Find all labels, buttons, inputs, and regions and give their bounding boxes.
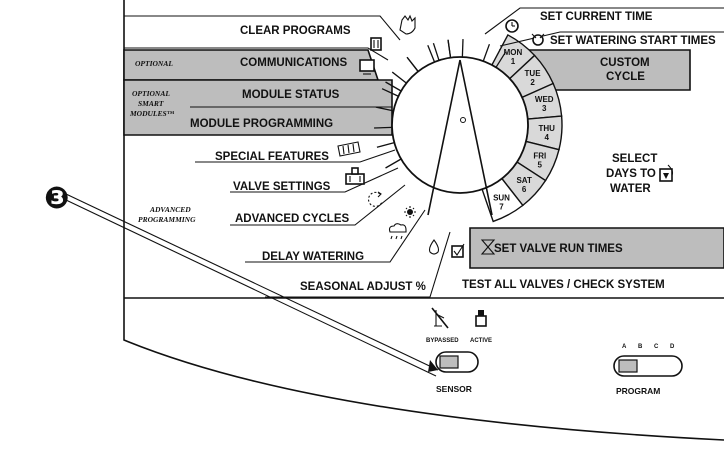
program-letter-b: B — [638, 344, 643, 350]
clear-programs-label: CLEAR PROGRAMS — [240, 25, 351, 37]
smart-modules-tag-line3: MODULES™ — [129, 109, 175, 118]
communications-label: COMMUNICATIONS — [240, 57, 347, 69]
program-switch-group: A B C D PROGRAM — [613, 344, 683, 396]
dial-tick — [432, 43, 440, 61]
program-letter-d: D — [670, 344, 675, 350]
dial-tick — [461, 39, 464, 58]
module-programming-label: MODULE PROGRAMMING — [190, 118, 333, 130]
program-selector[interactable] — [613, 355, 683, 377]
valve-icon — [345, 167, 365, 185]
day-number: 5 — [538, 161, 543, 170]
clock-icon — [505, 19, 519, 33]
sensor-switch-group: BYPASSED ACTIVE SENSOR — [426, 307, 492, 394]
calendar-features-icon — [337, 141, 361, 157]
seasonal-adjust-label: SEASONAL ADJUST % — [300, 281, 426, 293]
select-days-label-line1: SELECT — [612, 153, 657, 165]
test-all-valves-label: TEST ALL VALVES / CHECK SYSTEM — [462, 279, 665, 291]
day-name: WED — [535, 95, 554, 104]
day-name: SAT — [516, 176, 532, 185]
custom-cycle-label-line1: CUSTOM — [600, 57, 650, 69]
advanced-cycles-label: ADVANCED CYCLES — [235, 213, 349, 225]
cycle-arrow-icon — [367, 191, 383, 207]
program-label: PROGRAM — [616, 386, 660, 396]
day-name: FRI — [533, 152, 546, 161]
set-valve-run-times-label: SET VALVE RUN TIMES — [494, 243, 623, 255]
day-name: TUE — [525, 69, 542, 78]
select-days-label-line2: DAYS TO — [606, 168, 656, 180]
dial-tick — [447, 39, 452, 58]
sun-icon — [404, 206, 416, 218]
sensor-toggle[interactable] — [435, 351, 479, 373]
program-dial[interactable] — [391, 56, 529, 216]
trash-icon — [370, 37, 382, 51]
optional-tag: OPTIONAL — [135, 59, 173, 68]
dial-tick — [406, 56, 419, 72]
day-number: 6 — [522, 185, 527, 194]
program-letter-c: C — [654, 344, 659, 350]
module-status-label: MODULE STATUS — [242, 89, 340, 101]
day-name: THU — [539, 124, 556, 133]
water-drop-percent-icon — [428, 239, 440, 255]
panel-outline — [123, 0, 724, 441]
sensor-active-icon — [475, 310, 487, 327]
callout-number: ❸ — [44, 181, 69, 216]
dial-tick — [427, 45, 436, 63]
day-number: 3 — [542, 104, 547, 113]
special-features-label: SPECIAL FEATURES — [215, 151, 329, 163]
smart-modules-tag-line2: SMART — [138, 99, 164, 108]
day-number: 7 — [499, 202, 504, 211]
day-number: 1 — [511, 57, 516, 66]
days-band — [469, 49, 724, 269]
dial-tick — [385, 81, 402, 92]
dial-tick — [391, 71, 407, 84]
checkbox-icon — [451, 243, 465, 258]
sensor-bypassed-label: BYPASSED — [426, 338, 459, 344]
hourglass-icon — [480, 239, 496, 255]
set-current-time-label: SET CURRENT TIME — [540, 11, 653, 23]
dial-tick — [376, 141, 395, 148]
set-watering-start-times-label: SET WATERING START TIMES — [550, 35, 716, 47]
day-name: SUN — [493, 193, 510, 202]
custom-cycle-label-line2: CYCLE — [606, 71, 645, 83]
smart-modules-tag-line1: OPTIONAL — [132, 89, 170, 98]
select-days-label-line3: WATER — [610, 183, 651, 195]
dial-position-ticks — [374, 39, 507, 169]
clear-programs-icon — [399, 14, 416, 35]
computer-icon — [359, 59, 375, 75]
callout-3: ❸ — [44, 181, 439, 377]
dial-tick — [375, 106, 394, 112]
dial-tick — [495, 51, 507, 68]
dial-pointer — [427, 59, 493, 216]
sensor-label: SENSOR — [436, 384, 472, 394]
program-letter-a: A — [622, 344, 627, 350]
rain-cloud-icon — [388, 223, 407, 240]
delay-watering-label: DELAY WATERING — [262, 251, 364, 263]
leader-lines — [124, 7, 724, 298]
dial-tick — [374, 126, 393, 129]
dial-tick — [385, 158, 402, 169]
day-name: MON — [504, 48, 523, 57]
dial-center-dot — [460, 117, 466, 123]
advanced-programming-tag-line1: ADVANCED — [149, 205, 191, 214]
sensor-bypassed-icon — [431, 307, 449, 329]
day-number: 4 — [545, 133, 550, 142]
water-days-icon — [659, 164, 674, 182]
day-number: 2 — [530, 78, 535, 87]
dial-tick — [482, 43, 491, 62]
sensor-active-label: ACTIVE — [470, 338, 492, 344]
valve-settings-label: VALVE SETTINGS — [233, 181, 331, 193]
dial-tick — [381, 88, 399, 97]
sprinkler-clock-icon — [531, 33, 545, 46]
advanced-programming-tag-line2: PROGRAMMING — [138, 215, 196, 224]
